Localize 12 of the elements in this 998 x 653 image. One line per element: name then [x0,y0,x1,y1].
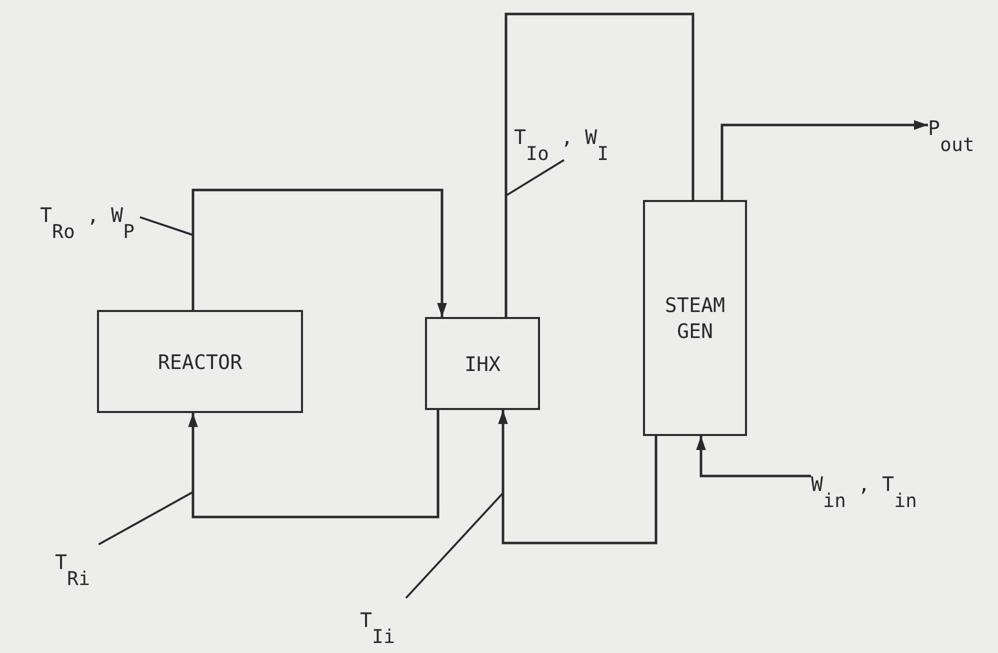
pipe-arrow [192,188,447,317]
pipe-arrow [498,410,658,544]
process-box: IHX [425,317,540,410]
pipe-arrow [696,436,811,478]
process-box: REACTOR [97,310,303,413]
process-box: STEAM GEN [643,200,747,436]
leader-line [506,159,565,196]
pipe-arrow [720,120,928,200]
leader-line [98,491,194,546]
leader-line [405,492,504,599]
leader-line [140,216,194,236]
pipe-arrow [188,410,440,518]
